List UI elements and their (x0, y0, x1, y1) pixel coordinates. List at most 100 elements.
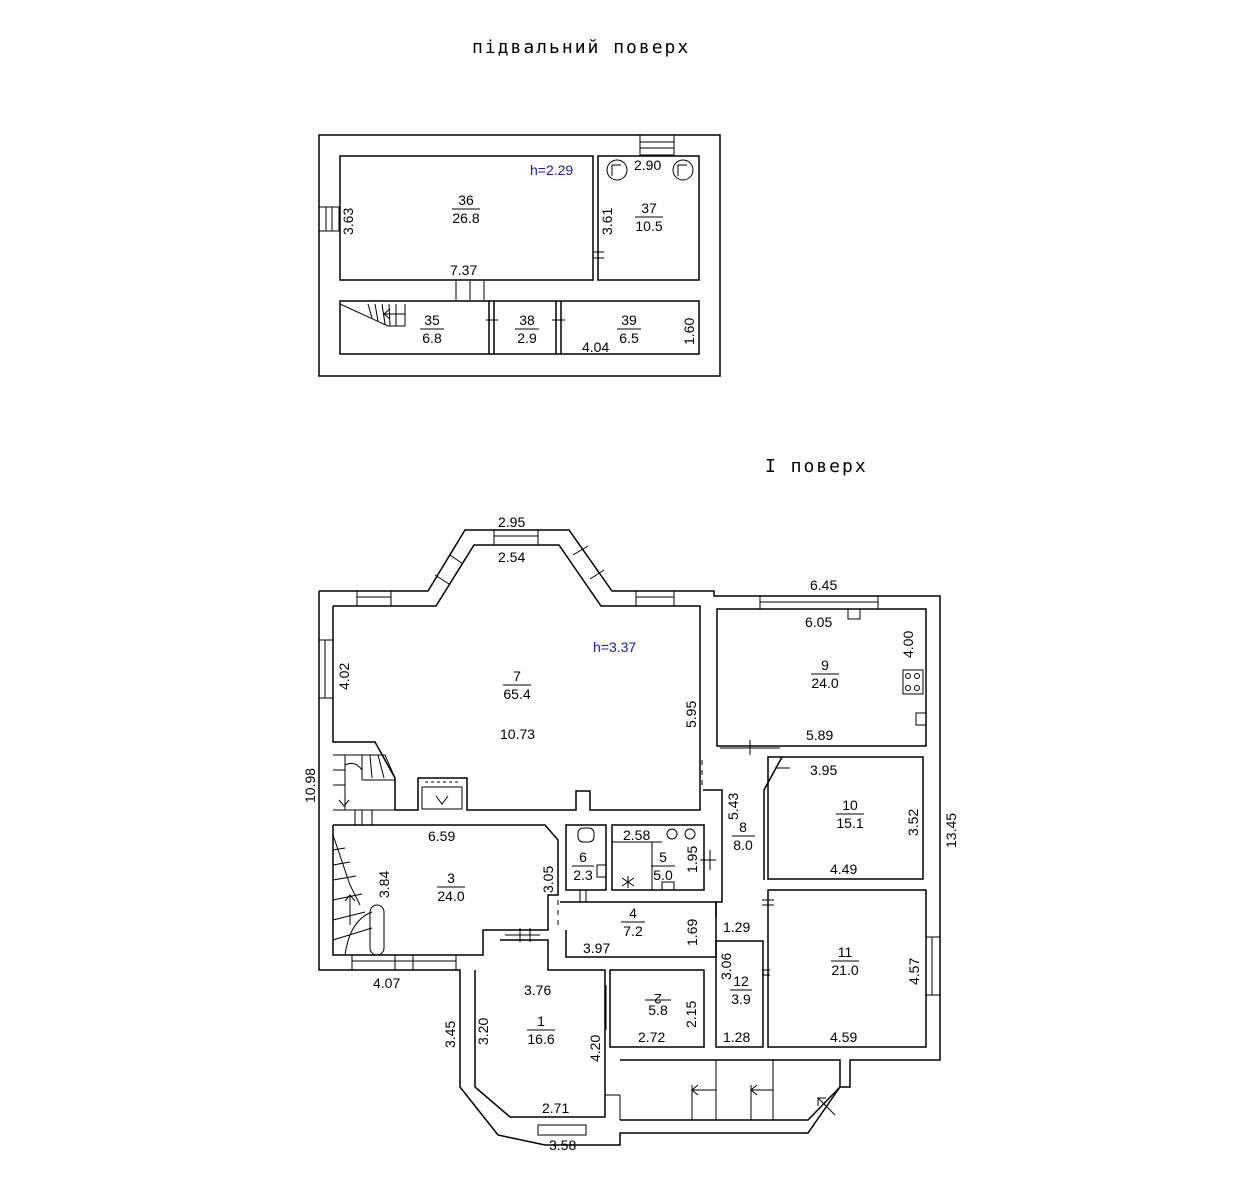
dim-label: 2.54 (498, 549, 525, 565)
svg-text:12: 12 (733, 973, 749, 989)
window-icon (639, 134, 675, 156)
window-icon (572, 545, 605, 580)
sink-icon (915, 712, 927, 726)
svg-text:39: 39 (621, 312, 637, 328)
room-label: 1 16.6 (527, 1013, 555, 1047)
svg-text:1: 1 (537, 1013, 545, 1029)
dim-label: 3.05 (540, 866, 556, 893)
svg-text:21.0: 21.0 (831, 962, 858, 978)
dim-label: 3.84 (376, 871, 392, 898)
toilet-icon (666, 828, 696, 840)
svg-text:5.0: 5.0 (653, 867, 673, 883)
entrance-arrow-icon (817, 1097, 836, 1116)
dim-label: 2.71 (542, 1100, 569, 1116)
window-icon (356, 590, 392, 607)
dim-label: 2.58 (623, 827, 650, 843)
svg-text:6.5: 6.5 (619, 330, 639, 346)
svg-text:36: 36 (458, 192, 474, 208)
dim-label: 7.37 (450, 262, 477, 278)
room-label: 12 3.9 (730, 973, 752, 1007)
drain-icon (621, 876, 635, 888)
first-floor-plan: h=3.37 2.95 2.54 6.45 6.05 4.00 5.89 4.0… (302, 514, 959, 1153)
svg-text:10.5: 10.5 (635, 218, 662, 234)
stair-icon (333, 754, 396, 811)
svg-text:6: 6 (579, 849, 587, 865)
svg-text:4: 4 (629, 905, 637, 921)
room-label: 8 8.0 (732, 819, 755, 853)
room-label: 2 5.8 (645, 991, 671, 1018)
room-5-outline (611, 824, 705, 891)
room-label: 4 7.2 (621, 905, 645, 939)
basement-outer-wall (318, 134, 721, 377)
room-36-outline (339, 155, 594, 281)
porch-outline (620, 1059, 841, 1121)
dim-label: 3.76 (524, 982, 551, 998)
first-floor-title: І поверх (765, 456, 868, 477)
svg-text:37: 37 (641, 200, 657, 216)
dim-label: 6.59 (428, 828, 455, 844)
dim-label: 3.20 (475, 1018, 491, 1045)
dim-label: 1.29 (723, 919, 750, 935)
window-icon (318, 639, 334, 699)
svg-text:24.0: 24.0 (811, 675, 838, 691)
room-label: 5 5.0 (651, 849, 675, 883)
svg-text:11: 11 (838, 944, 853, 960)
dim-label: 6.45 (810, 577, 837, 593)
dim-label: 5.43 (725, 793, 741, 820)
svg-text:15.1: 15.1 (836, 815, 863, 831)
dim-label: 3.61 (599, 208, 615, 235)
svg-text:8: 8 (739, 819, 747, 835)
svg-text:2.9: 2.9 (517, 330, 537, 346)
room-1-outline (474, 939, 606, 1118)
dim-label: 2.90 (634, 157, 661, 173)
window-icon (318, 206, 340, 232)
room-8-outline (703, 789, 723, 917)
dim-label: 3.45 (442, 1021, 458, 1048)
stair-icon (339, 303, 406, 327)
dim-label: 3.58 (549, 1137, 576, 1153)
svg-text:7.2: 7.2 (623, 923, 643, 939)
fireplace-icon (421, 781, 463, 810)
window-icon (759, 595, 879, 610)
dim-label: 4.57 (906, 958, 922, 985)
dim-label: 4.00 (900, 631, 916, 658)
dim-label: 4.02 (336, 663, 352, 690)
boiler-icon (606, 159, 628, 181)
room-label: 39 6.5 (617, 312, 641, 346)
window-icon (925, 936, 941, 996)
dim-label: 4.59 (830, 1029, 857, 1045)
window-icon (351, 954, 457, 971)
toilet-icon (577, 827, 595, 843)
stove-icon (902, 669, 924, 695)
sink-icon (661, 881, 675, 891)
dim-label: 1.95 (684, 846, 700, 873)
basement-height: h=2.29 (530, 162, 573, 178)
dim-label: 3.06 (718, 953, 734, 980)
dim-label: 6.05 (805, 614, 832, 630)
dim-label: 4.04 (582, 339, 609, 355)
dim-label: 4.20 (587, 1035, 603, 1062)
dim-label: 2.95 (498, 514, 525, 530)
room-12-outline (715, 940, 764, 1048)
basement-bottom-rooms (339, 300, 700, 355)
dim-label: 13.45 (943, 813, 959, 848)
svg-text:7: 7 (513, 668, 521, 684)
room-37-outline (597, 155, 700, 281)
svg-text:2.3: 2.3 (573, 867, 593, 883)
dim-label: 4.49 (830, 861, 857, 877)
room-2-outline (609, 969, 705, 1048)
dim-label: 5.89 (806, 727, 833, 743)
room-label: 7 65.4 (503, 668, 531, 702)
dim-label: 2.15 (683, 1001, 699, 1028)
entrance-arrow-icon (750, 1084, 773, 1096)
svg-text:3: 3 (447, 870, 455, 886)
svg-text:35: 35 (424, 312, 440, 328)
dim-label: 4.07 (373, 975, 400, 991)
dim-label: 10.73 (500, 726, 535, 742)
dim-label: 3.52 (905, 809, 921, 836)
entrance-arrow-icon (691, 1084, 716, 1096)
svg-text:24.0: 24.0 (437, 888, 464, 904)
room-label: 38 2.9 (515, 312, 539, 346)
basement-title: підвальний поверх (472, 37, 690, 58)
